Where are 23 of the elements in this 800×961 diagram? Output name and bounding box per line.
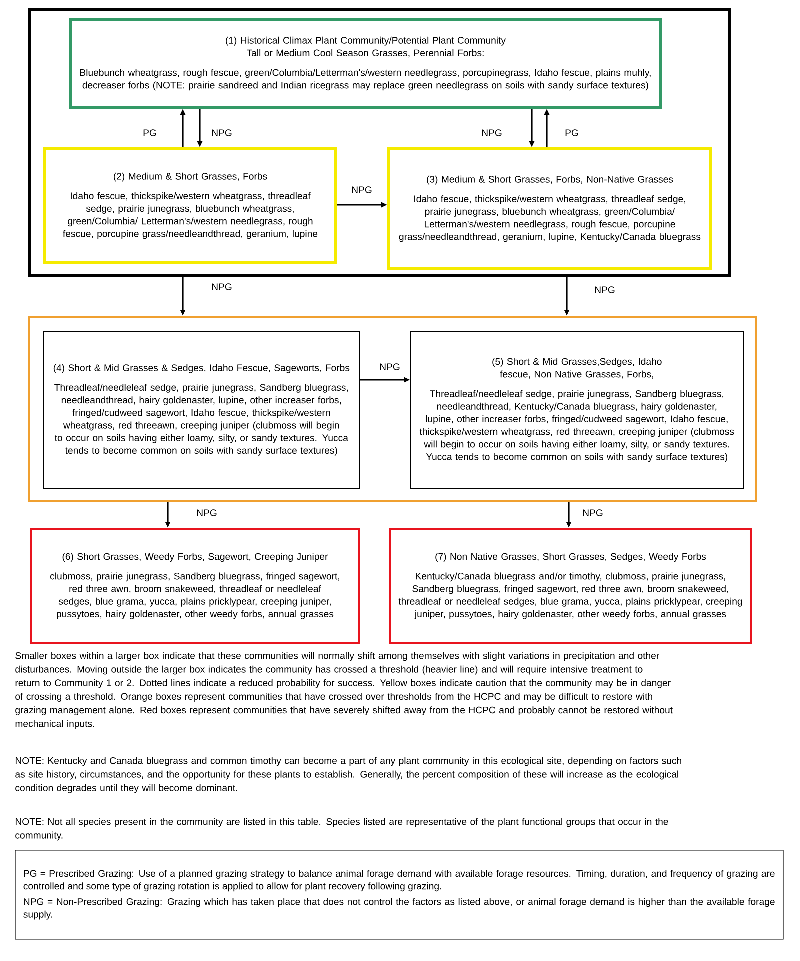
edge-label: NPG — [480, 128, 504, 138]
edge-label: NPG — [594, 286, 616, 294]
note-text: Smaller boxes within a larger box indicate that these communities will normally shift among themselves with slight variations in precipitation and other disturbances. Moving outside the larger box indicates the community has crossed a threshold (heavier line) and will require intensive treatment to return to Community 1 or 2. Dotted lines indicate a reduced probability for success. Yellow boxes indicate caution that the community may be in danger of crossing a threshold. Orange boxes represent communities that have crossed over thresholds from the HCPC and may be difficult to restore with grazing management alone. Red boxes represent communities that have severely shifted away from the HCPC and probably cannot be restored without mechanical inputs. — [16, 652, 673, 730]
edge-label: NPG — [210, 282, 234, 292]
community-box: (2) Medium & Short Grasses, Forbs Idaho fescue, thickspike/western wheatgrass, threadleaf sedge, prairie junegrass, bluebunch wheatgrass, green/Columbia/ Letterman's/western needlegrass, rough fescue, porcupine grass/needleandthread, geranium, lupine — [44, 148, 338, 264]
edge-label: NPG — [350, 186, 374, 194]
edge-label: PG — [564, 128, 580, 138]
threshold-box — [28, 8, 731, 277]
definition-box: PG = Prescribed Grazing: Use of a planned grazing strategy to balance animal forage demand with available forage resources. Timing, duration, and frequency of grazing are controlled and some type of grazing rotation is applied to allow for plant recovery following grazing. NPG = Non-Prescribed Grazing: Grazing which has taken place that does not control the factors as listed above, or animal forage demand is higher than the available forage supply. — [15, 850, 784, 940]
community-box: (3) Medium & Short Grasses, Forbs, Non-Native Grasses Idaho fescue, thickspike/western wheatgrass, threadleaf sedge, prairie junegrass, bluebunch wheatgrass, green/Columbia/ Letterman's/western needlegrass, rough fescue, porcupine grass/needleandthread, geranium, lupine, Kentucky/Canada bluegrass — [388, 148, 712, 270]
community-box: (1) Historical Climax Plant Community/Potential Plant Community Tall or Medium Cool Season Grasses, Perennial Forbs: Bluebunch wheatgrass, rough fescue, green/Columbia/Letterman's/western needlegrass, porcupinegrass, Idaho fescue, plains muhly, decreaser forbs (NOTE: prairie sandreed and Indian ricegrass may replace green needlegrass on soils with sandy surface textures) — [70, 18, 662, 109]
edge-label: NPG — [378, 362, 402, 372]
community-box: (4) Short & Mid Grasses & Sedges, Idaho Fescue, Sageworts, Forbs Threadleaf/needleleaf sedge, prairie junegrass, Sandberg bluegrass, needleandthread, hairy goldenaster, lupine, other increaser forbs, fringed/cudweed sagewort, Idaho fescue, thickspike/western wheatgrass, red threeawn, creeping juniper (clubmoss will begin to occur on soils having either loamy, silty, or sandy textures. Yucca tends to become common on soils with sandy surface textures) — [43, 331, 360, 490]
note-text: NOTE: Kentucky and Canada bluegrass and common timothy can become a part of any plant community in this ecological site, depending on factors such as site history, circumstances, and the opportunity for these plants to establish. Generally, the percent composition of these will increase as the ecological condition degrades until they will become dominant. — [16, 757, 682, 794]
community-box: (5) Short & Mid Grasses,Sedges, Idaho fescue, Non Native Grasses, Forbs, Threadleaf/needleleaf sedge, prairie junegrass, Sandberg bluegrass, needleandthread, Kentucky/Canada bluegrass, hairy goldenaster, lupine, other increaser forbs, fringed/cudweed sagewort, Idaho fescue, thickspike/western wheatgrass, red threeawn, creeping juniper (clubmoss will begin to occur on soils having either loamy, silty, or sandy textures. Yucca tends to become common on soils with sandy surface textures) — [410, 331, 744, 490]
community-box: (7) Non Native Grasses, Short Grasses, Sedges, Weedy Forbs Kentucky/Canada bluegrass and/or timothy, clubmoss, prairie junegrass, Sandberg bluegrass, fringed sagewort, red three awn, broom snakeweed, threadleaf or needleleaf sedges, blue grama, yucca, plains pricklypear, creeping juniper, pussytoes, hairy goldenaster, other weedy forbs, annual grasses — [389, 528, 752, 644]
edge-label: NPG — [582, 508, 604, 518]
note-text: NOTE: Not all species present in the community are listed in this table. Species listed are representative of the plant functional groups that occur in the community. — [16, 818, 668, 841]
threshold-box — [28, 316, 758, 502]
edge-label: PG — [142, 128, 158, 138]
edge-label: NPG — [196, 508, 218, 518]
edge-label: NPG — [210, 128, 234, 138]
community-box: (6) Short Grasses, Weedy Forbs, Sagewort, Creeping Juniper clubmoss, prairie junegrass, Sandberg bluegrass, fringed sagewort, red three awn, broom snakeweed, threadleaf or needleleaf sedges, blue grama, yucca, plains pricklypear, creeping juniper, pussytoes, hairy goldenaster, other weedy forbs, annual grasses — [30, 528, 360, 644]
